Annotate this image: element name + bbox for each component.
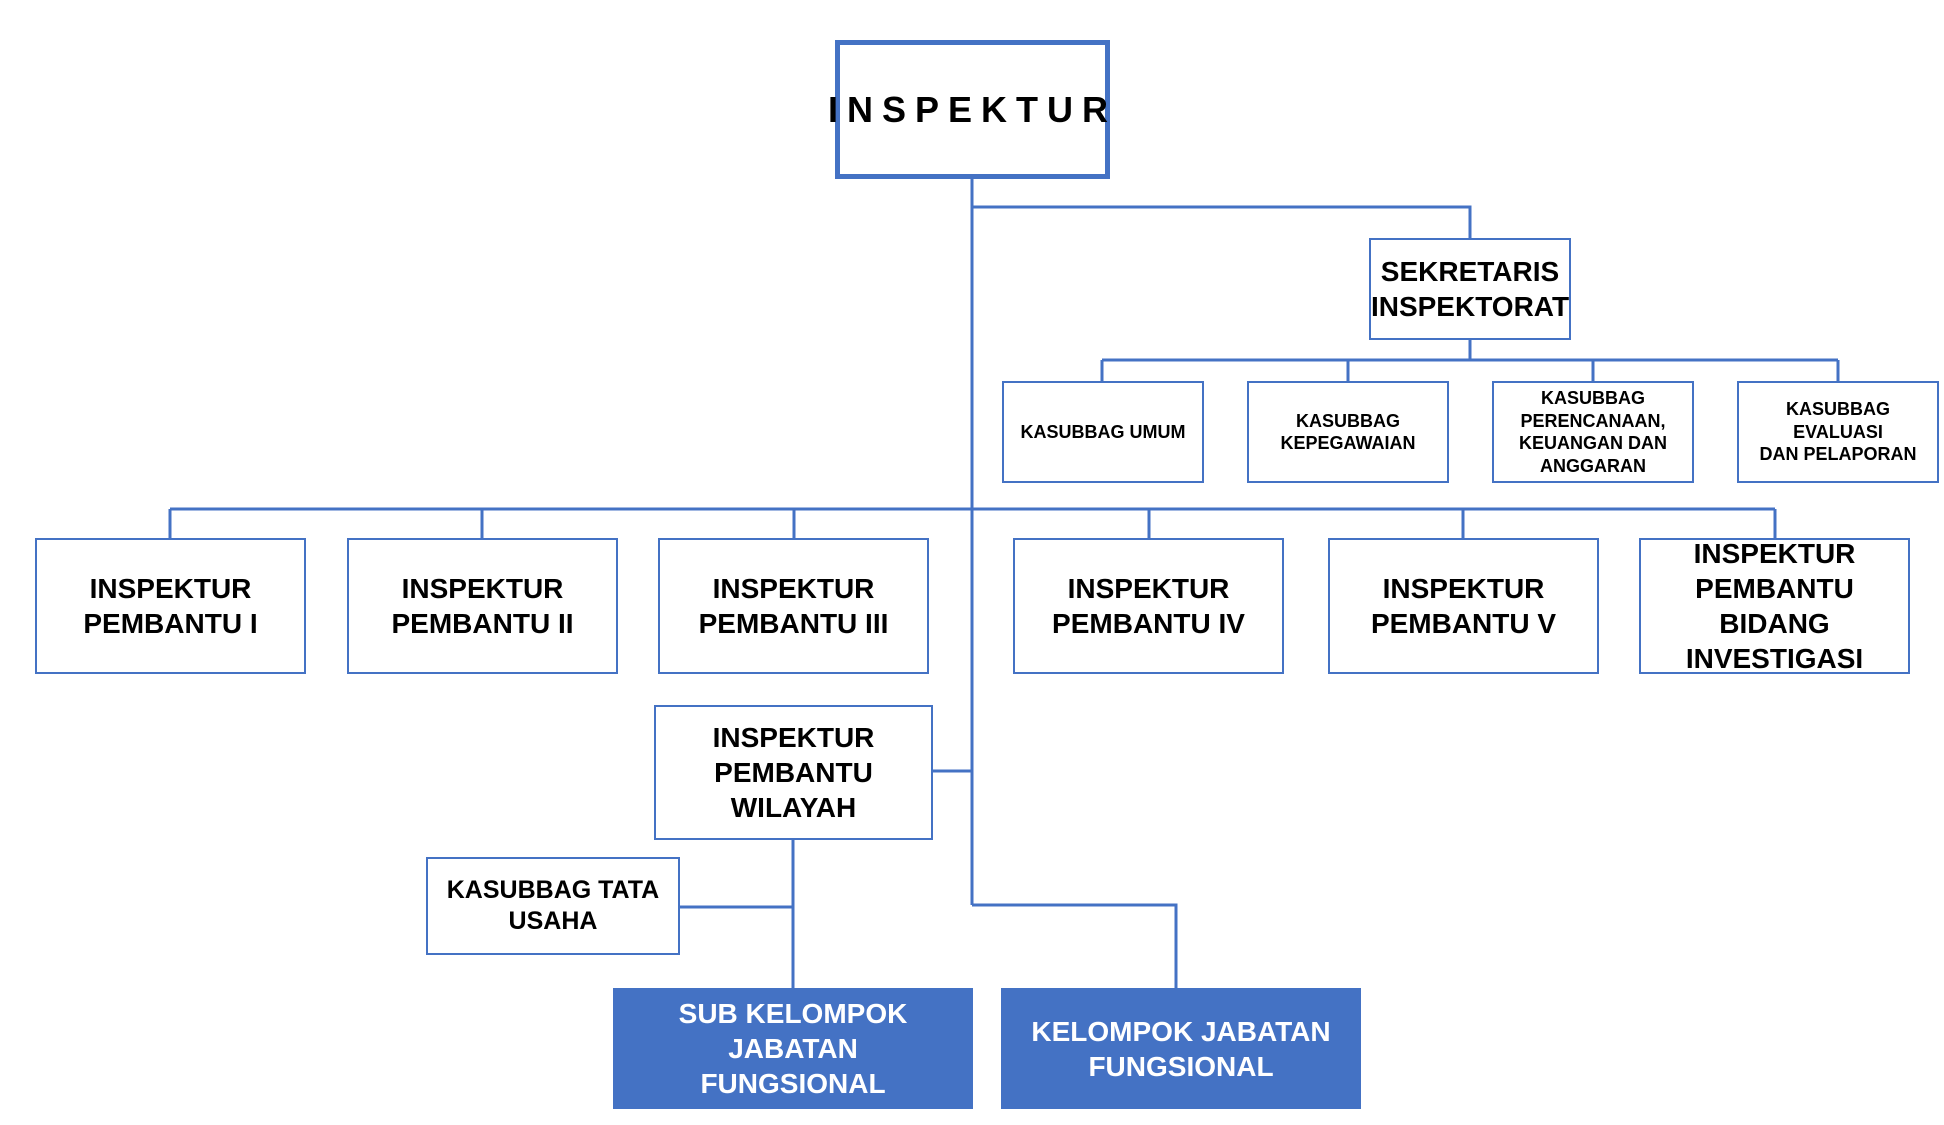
node-inspektur-pembantu-5: INSPEKTUR PEMBANTU V [1328, 538, 1599, 674]
connector-irban-row [168, 507, 1777, 538]
node-inspektur-pembantu-2: INSPEKTUR PEMBANTU II [347, 538, 618, 674]
node-sub-kelompok-jabatan-fungsional: SUB KELOMPOK JABATAN FUNGSIONAL [613, 988, 973, 1109]
node-kasubbag-perencanaan: KASUBBAG PERENCANAAN, KEUANGAN DAN ANGGA… [1492, 381, 1694, 483]
node-inspektur-pembantu-3: INSPEKTUR PEMBANTU III [658, 538, 929, 674]
connector-kelompok [972, 903, 1178, 988]
node-kelompok-jabatan-fungsional: KELOMPOK JABATAN FUNGSIONAL [1001, 988, 1361, 1109]
node-kasubbag-kepegawaian: KASUBBAG KEPEGAWAIAN [1247, 381, 1449, 483]
node-sekretaris-inspektorat: SEKRETARIS INSPEKTORAT [1369, 238, 1571, 340]
node-kasubbag-evaluasi: KASUBBAG EVALUASI DAN PELAPORAN [1737, 381, 1939, 483]
node-inspektur-pembantu-1: INSPEKTUR PEMBANTU I [35, 538, 306, 674]
connector-sekretaris [972, 205, 1472, 238]
node-kasubbag-umum: KASUBBAG UMUM [1002, 381, 1204, 483]
connector-kasubbag-row [1100, 340, 1840, 381]
node-inspektur-pembantu-4: INSPEKTUR PEMBANTU IV [1013, 538, 1284, 674]
node-inspektur-pembantu-wilayah: INSPEKTUR PEMBANTU WILAYAH [654, 705, 933, 840]
node-inspektur-pembantu-investigasi: INSPEKTUR PEMBANTU BIDANG INVESTIGASI [1639, 538, 1910, 674]
node-inspektur: INSPEKTUR [828, 40, 1110, 179]
node-kasubbag-tata-usaha: KASUBBAG TATA USAHA [426, 857, 680, 955]
